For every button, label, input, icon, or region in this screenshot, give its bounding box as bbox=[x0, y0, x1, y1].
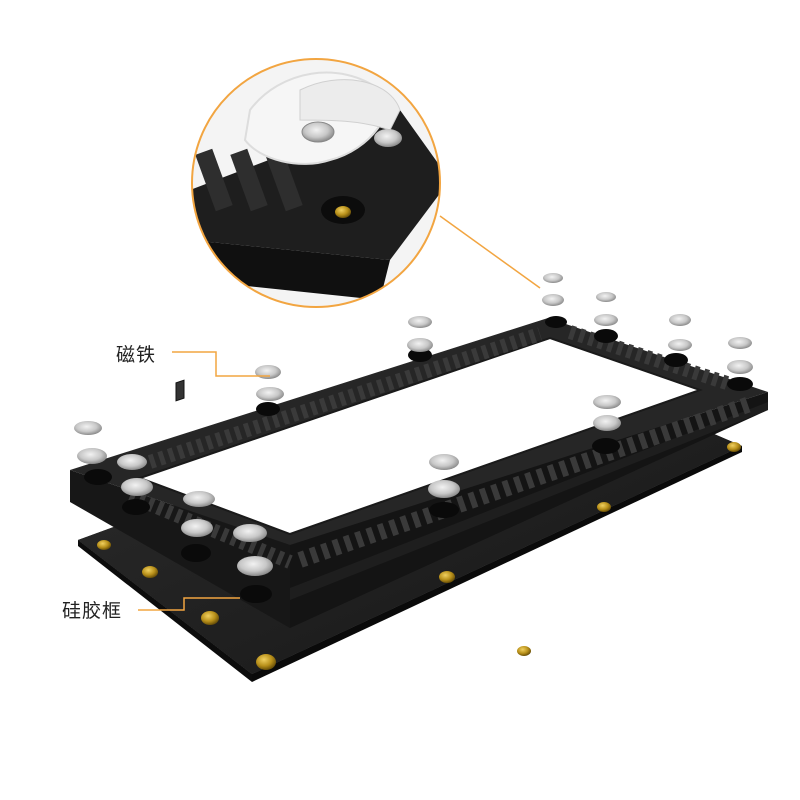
magnet-callout-line bbox=[172, 351, 270, 377]
zoom-detail bbox=[191, 58, 441, 308]
magnet-disc-icon bbox=[74, 273, 753, 576]
magnets bbox=[74, 273, 753, 576]
frame-ridges bbox=[127, 325, 753, 569]
silicone-frame-label: 硅胶框 bbox=[62, 600, 123, 622]
silicone-frame bbox=[70, 318, 768, 628]
frame-callout-line bbox=[138, 597, 240, 611]
zoom-callout-line bbox=[439, 215, 541, 289]
magnet-label: 磁铁 bbox=[116, 344, 157, 366]
frame-teeth-back bbox=[175, 379, 185, 402]
frame-holes bbox=[84, 316, 753, 603]
